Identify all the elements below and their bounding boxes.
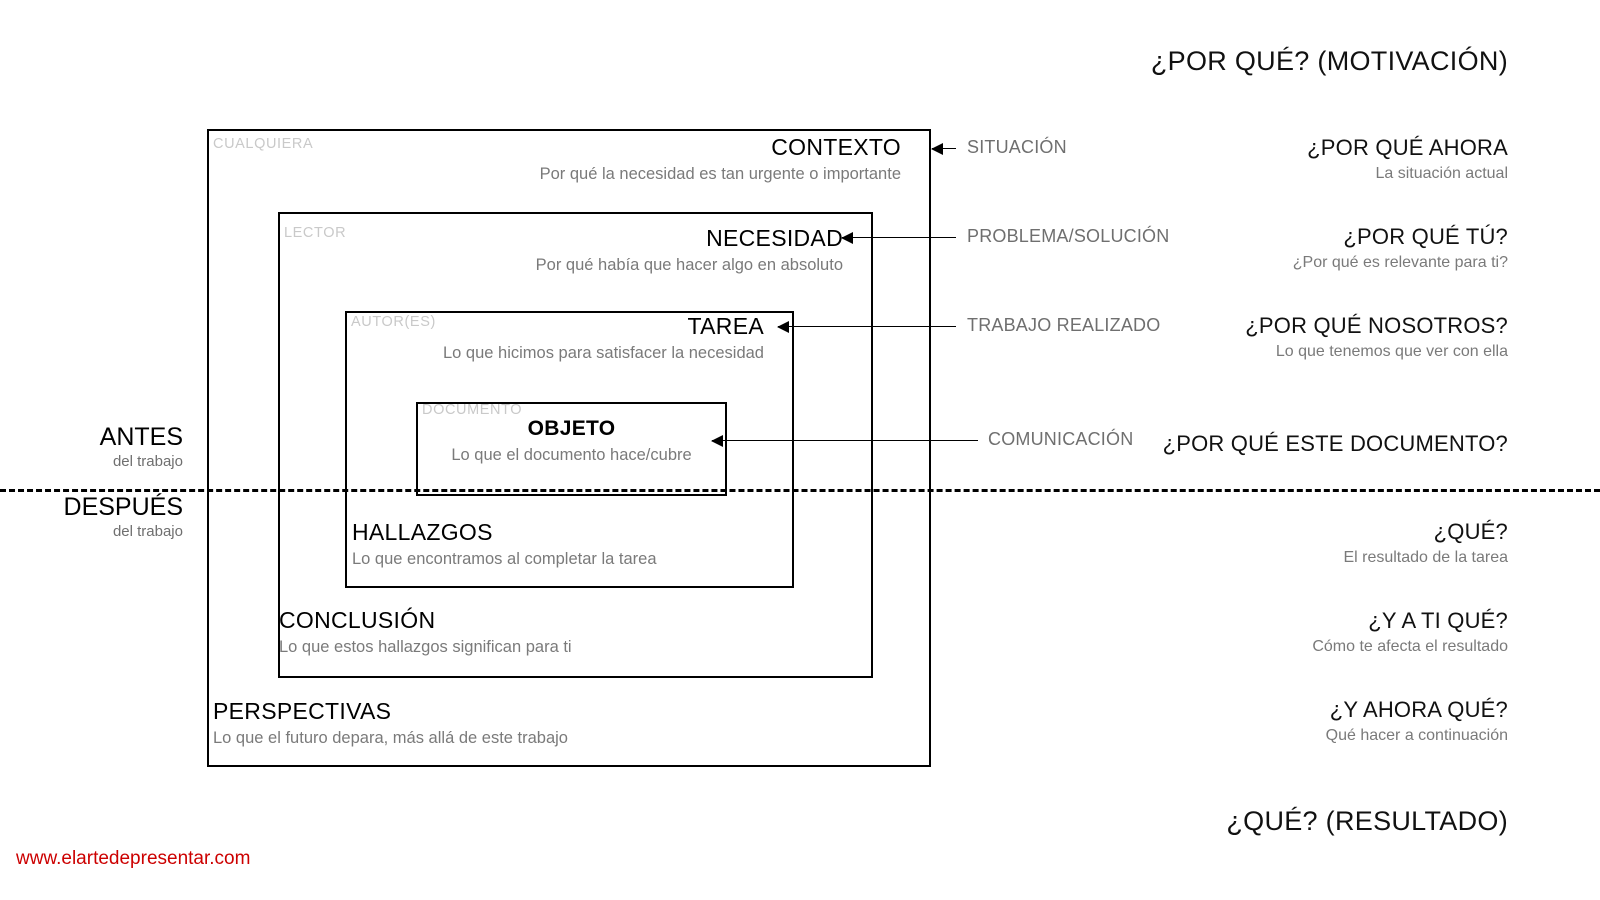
connector-trabajo — [777, 321, 956, 333]
section-tarea-title: TAREA — [687, 313, 764, 339]
header-motivation: ¿POR QUÉ? (MOTIVACIÓN) — [1150, 46, 1508, 76]
phase-label-despues: DESPUÉS del trabajo — [63, 493, 183, 541]
box-lector — [278, 212, 873, 678]
question-ati-subtitle: Cómo te afecta el resultado — [1312, 638, 1508, 656]
annotation-comunicacion: COMUNICACIÓN — [988, 429, 1134, 449]
audience-label-documento: DOCUMENTO — [422, 402, 523, 418]
section-tarea-subtitle: Lo que hicimos para satisfacer la necesi… — [442, 344, 764, 363]
arrow-head-icon — [841, 232, 853, 244]
audience-label-lector: LECTOR — [284, 225, 347, 241]
arrow-head-icon — [931, 143, 943, 155]
section-conclusion-title: CONCLUSIÓN — [279, 607, 436, 633]
annotation-situacion: SITUACIÓN — [967, 137, 1067, 157]
question-por-que-nosotros: ¿POR QUÉ NOSOTROS? Lo que tenemos que ve… — [1245, 314, 1508, 361]
section-objeto-subtitle: Lo que el documento hace/cubre — [451, 446, 692, 465]
connector-problema — [841, 232, 956, 244]
audience-label-autores: AUTOR(ES) — [351, 314, 436, 330]
section-objeto: OBJETO Lo que el documento hace/cubre — [416, 417, 727, 466]
question-ati-title: ¿Y A TI QUÉ? — [1368, 608, 1508, 633]
section-conclusion-subtitle: Lo que estos hallazgos significan para t… — [279, 638, 572, 657]
section-necesidad-title: NECESIDAD — [706, 225, 843, 251]
arrow-head-icon — [777, 321, 789, 333]
phase-despues-title: DESPUÉS — [63, 493, 183, 521]
phase-antes-title: ANTES — [99, 423, 183, 451]
section-objeto-title: OBJETO — [527, 417, 616, 440]
section-contexto-title: CONTEXTO — [771, 134, 901, 160]
section-hallazgos: HALLAZGOS Lo que encontramos al completa… — [352, 520, 657, 570]
connector-comunicacion — [711, 435, 978, 447]
question-ahoraque-title: ¿Y AHORA QUÉ? — [1329, 697, 1508, 722]
section-perspectivas-subtitle: Lo que el futuro depara, más allá de est… — [213, 729, 568, 748]
before-after-divider — [0, 489, 1600, 492]
header-result: ¿QUÉ? (RESULTADO) — [1226, 806, 1508, 836]
box-documento — [416, 402, 727, 496]
question-por-que-tu: ¿POR QUÉ TÚ? ¿Por qué es relevante para … — [1293, 225, 1508, 272]
annotation-trabajo: TRABAJO REALIZADO — [967, 315, 1161, 335]
question-tu-title: ¿POR QUÉ TÚ? — [1343, 224, 1508, 249]
section-perspectivas-title: PERSPECTIVAS — [213, 698, 392, 724]
section-necesidad: NECESIDAD Por qué había que hacer algo e… — [536, 226, 843, 276]
phase-label-antes: ANTES del trabajo — [99, 423, 183, 471]
arrow-head-icon — [711, 435, 723, 447]
section-hallazgos-subtitle: Lo que encontramos al completar la tarea — [352, 550, 657, 569]
question-nosotros-subtitle: Lo que tenemos que ver con ella — [1275, 343, 1508, 361]
section-necesidad-subtitle: Por qué había que hacer algo en absoluto — [535, 256, 843, 275]
section-conclusion: CONCLUSIÓN Lo que estos hallazgos signif… — [279, 608, 572, 658]
connector-situacion — [931, 143, 956, 155]
question-por-que-ahora: ¿POR QUÉ AHORA La situación actual — [1307, 136, 1508, 183]
question-y-ahora-que: ¿Y AHORA QUÉ? Qué hacer a continuación — [1326, 698, 1508, 745]
question-por-que-este-documento: ¿POR QUÉ ESTE DOCUMENTO? — [1163, 432, 1508, 455]
question-ahora-subtitle: La situación actual — [1375, 165, 1508, 183]
question-ahoraque-subtitle: Qué hacer a continuación — [1325, 727, 1508, 745]
question-y-a-ti-que: ¿Y A TI QUÉ? Cómo te afecta el resultado — [1312, 609, 1508, 656]
section-hallazgos-title: HALLAZGOS — [352, 519, 493, 545]
question-ahora-title: ¿POR QUÉ AHORA — [1307, 135, 1508, 160]
phase-despues-subtitle: del trabajo — [112, 523, 183, 541]
site-url-link[interactable]: www.elartedepresentar.com — [16, 848, 251, 869]
question-que-title: ¿QUÉ? — [1433, 519, 1508, 544]
question-que-subtitle: El resultado de la tarea — [1343, 549, 1508, 567]
section-contexto-subtitle: Por qué la necesidad es tan urgente o im… — [539, 165, 901, 184]
box-cualquiera — [207, 129, 931, 767]
phase-antes-subtitle: del trabajo — [112, 453, 183, 471]
annotation-problema: PROBLEMA/SOLUCIÓN — [967, 226, 1170, 246]
question-tu-subtitle: ¿Por qué es relevante para ti? — [1292, 254, 1508, 272]
question-que: ¿QUÉ? El resultado de la tarea — [1343, 520, 1508, 567]
box-autores — [345, 311, 794, 588]
section-contexto: CONTEXTO Por qué la necesidad es tan urg… — [540, 135, 901, 185]
section-perspectivas: PERSPECTIVAS Lo que el futuro depara, má… — [213, 699, 568, 749]
question-documento-title: ¿POR QUÉ ESTE DOCUMENTO? — [1162, 431, 1508, 456]
audience-label-cualquiera: CUALQUIERA — [213, 136, 314, 152]
section-tarea: TAREA Lo que hicimos para satisfacer la … — [443, 314, 764, 364]
question-nosotros-title: ¿POR QUÉ NOSOTROS? — [1245, 313, 1508, 338]
